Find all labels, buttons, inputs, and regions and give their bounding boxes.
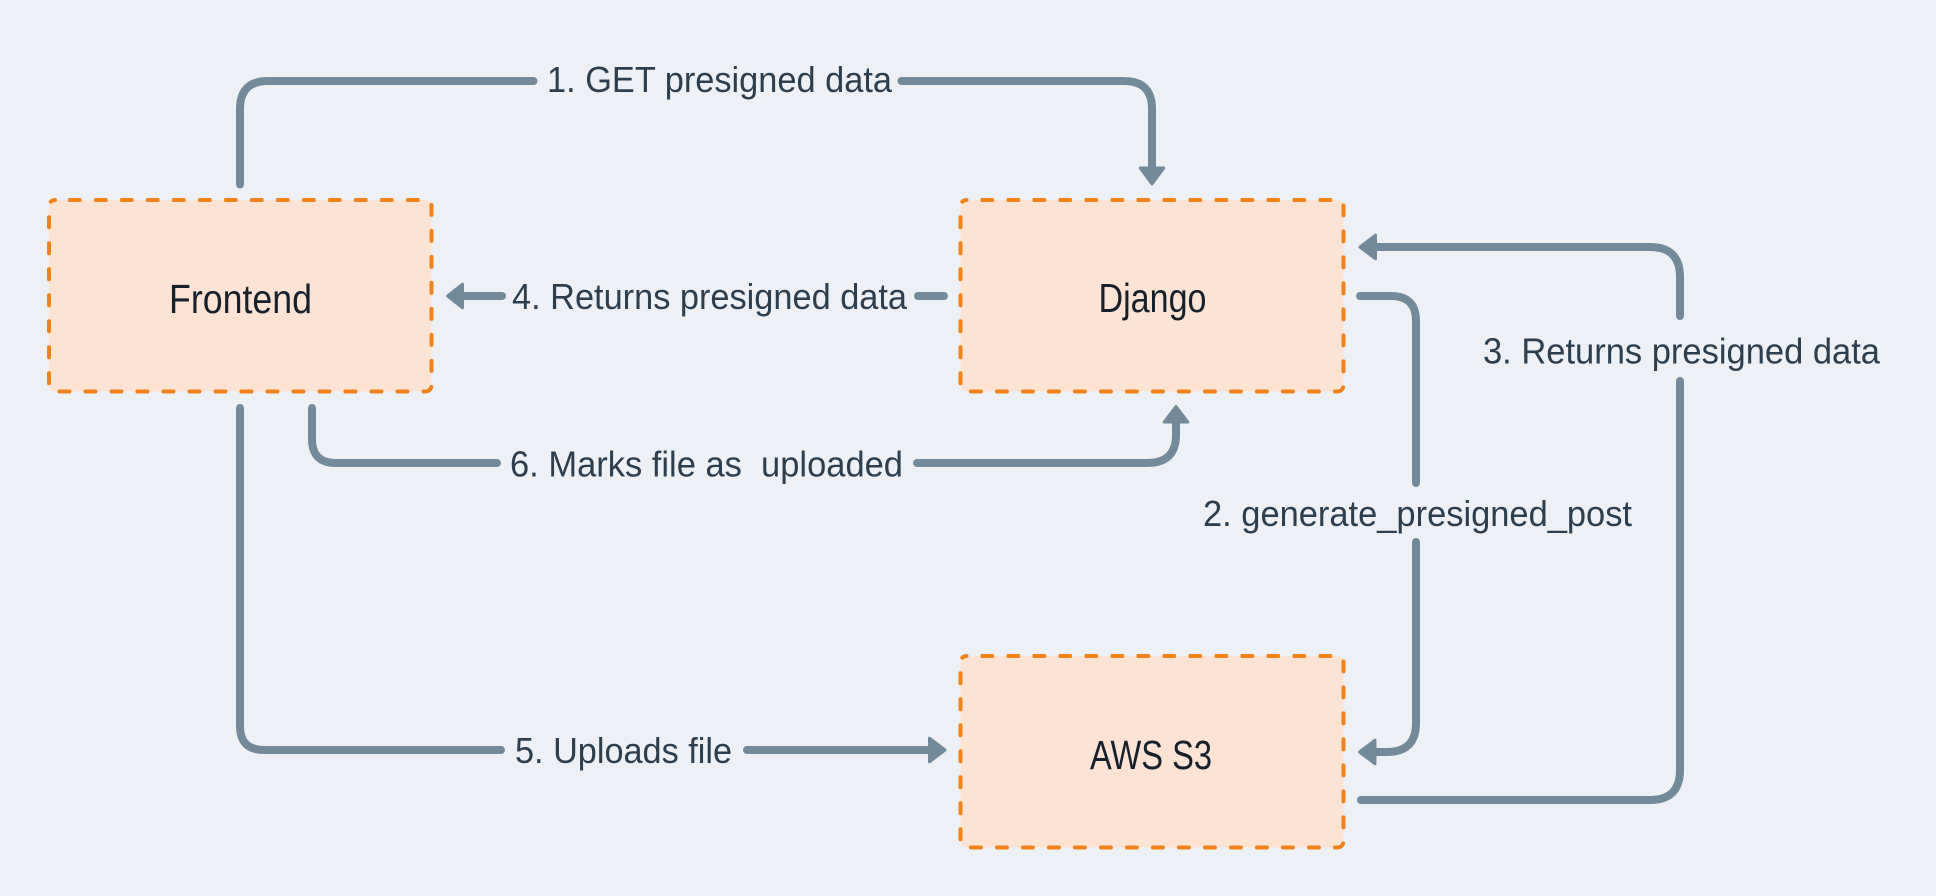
- svg-text:2. generate_presigned_post: 2. generate_presigned_post: [1203, 493, 1632, 534]
- svg-text:5. Uploads file: 5. Uploads file: [515, 730, 732, 771]
- svg-text:3. Returns presigned data: 3. Returns presigned data: [1483, 331, 1881, 372]
- svg-text:6. Marks file as uploaded: 6. Marks file as uploaded: [510, 444, 903, 485]
- svg-text:Django: Django: [1099, 275, 1207, 321]
- svg-text:AWS S3: AWS S3: [1090, 732, 1212, 778]
- svg-text:4. Returns presigned data: 4. Returns presigned data: [512, 276, 908, 317]
- svg-text:Frontend: Frontend: [169, 276, 312, 322]
- svg-text:1. GET presigned data: 1. GET presigned data: [547, 59, 893, 100]
